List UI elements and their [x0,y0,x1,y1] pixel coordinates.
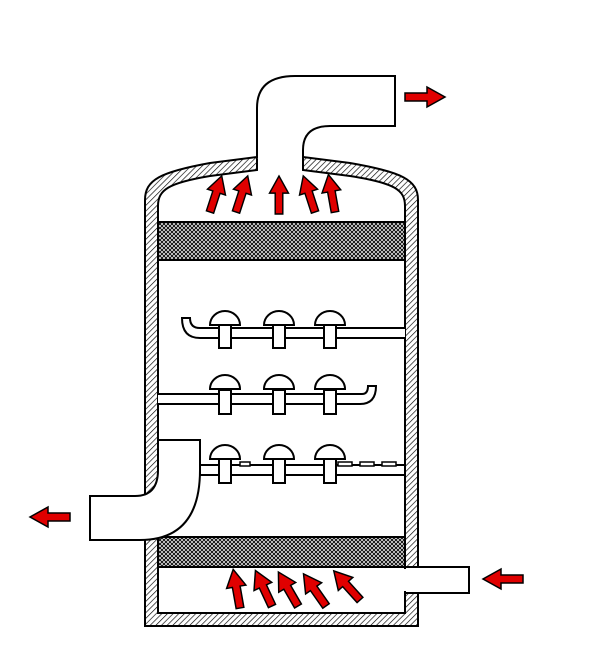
top-outlet-pipe [256,75,396,170]
side-outlet-left-arrow-icon [29,506,71,528]
tray-3 [199,444,406,484]
bubble-cap [208,374,242,415]
bubble-cap [208,310,242,349]
up-arrow-icon [222,566,251,611]
rising-gas-arrows-bottom [222,563,369,613]
bubble-cap [313,444,347,484]
bubble-cap [313,310,347,349]
up-arrow-icon [294,567,335,613]
up-arrow-icon [293,172,325,216]
bubble-cap [262,444,296,484]
tray-2 [158,374,378,415]
up-arrow-icon [325,563,369,608]
bubble-cap [208,444,242,484]
up-arrow-icon [226,172,258,216]
rising-vapor-arrows-top [200,172,346,216]
up-arrow-icon [318,172,346,215]
bubble-cap [262,310,296,349]
tray-1 [180,310,405,349]
upper-packing-bed [157,221,406,261]
lower-packing-bed [157,536,406,568]
bubble-cap [262,374,296,415]
bubble-cap [313,374,347,415]
up-arrow-icon [268,175,290,215]
weir-blocks [239,461,397,467]
inlet-left-arrow-icon [482,568,524,590]
outlet-right-arrow-icon [404,86,446,108]
up-arrow-icon [200,172,232,216]
side-outlet-pipe [89,439,201,541]
up-arrow-icon [245,565,282,611]
bottom-inlet-pipe [403,566,470,594]
vessel-wall [144,155,419,627]
